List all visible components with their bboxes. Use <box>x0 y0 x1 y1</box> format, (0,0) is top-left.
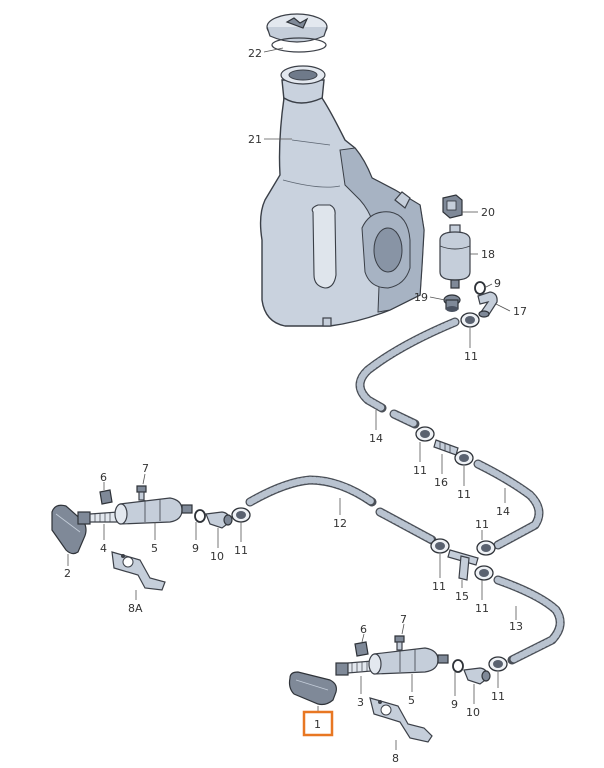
label-4[interactable]: 4 <box>100 542 107 555</box>
washer-pump[interactable] <box>439 224 471 289</box>
label-10-left[interactable]: 10 <box>210 550 224 563</box>
label-9-right[interactable]: 9 <box>451 698 458 711</box>
label-14-lower[interactable]: 14 <box>496 505 510 518</box>
part-labels: 22 21 20 18 9 19 17 11 14 11 16 11 14 12… <box>64 47 527 765</box>
label-20[interactable]: 20 <box>481 206 495 219</box>
o-ring-left[interactable] <box>194 509 206 523</box>
o-ring-right[interactable] <box>452 659 464 673</box>
cylinder-left[interactable] <box>114 497 193 525</box>
screw-left[interactable] <box>136 485 147 501</box>
label-11-tee-left[interactable]: 11 <box>432 580 446 593</box>
label-11-mid[interactable]: 11 <box>413 464 427 477</box>
clip-right[interactable] <box>354 641 369 657</box>
leader-lines <box>67 47 517 750</box>
filler-cap[interactable] <box>266 13 328 53</box>
o-ring-top[interactable] <box>474 281 486 295</box>
hose-clamp-left[interactable] <box>231 507 251 523</box>
selected-part-highlight <box>302 710 334 737</box>
washer-fluid-reservoir[interactable] <box>259 65 425 327</box>
elbow-connector-top[interactable] <box>477 291 498 318</box>
label-9-left[interactable]: 9 <box>192 542 199 555</box>
cylinder-right[interactable] <box>368 647 449 675</box>
hose-clamp-top[interactable] <box>460 312 480 328</box>
label-16[interactable]: 16 <box>434 476 448 489</box>
nozzle-right[interactable] <box>335 660 373 676</box>
label-11-top[interactable]: 11 <box>464 350 478 363</box>
hose-clamp-tee-left[interactable] <box>430 538 450 554</box>
label-15[interactable]: 15 <box>455 590 469 603</box>
pump-grommet[interactable] <box>443 294 461 312</box>
label-6-right[interactable]: 6 <box>360 623 367 636</box>
label-11-bottom[interactable]: 11 <box>491 690 505 703</box>
label-18[interactable]: 18 <box>481 248 495 261</box>
elbow-connector-right[interactable] <box>463 667 491 685</box>
label-10-right[interactable]: 10 <box>466 706 480 719</box>
label-2[interactable]: 2 <box>64 567 71 580</box>
short-hose-upper[interactable] <box>389 409 420 429</box>
label-11-right[interactable]: 11 <box>457 488 471 501</box>
label-11-left[interactable]: 11 <box>234 544 248 557</box>
hose-clamp-upper-mid[interactable] <box>415 426 435 442</box>
hose-14-upper[interactable] <box>355 317 460 413</box>
nozzle-left[interactable] <box>77 511 119 525</box>
hose-clamp-tee-bottom[interactable] <box>474 565 494 581</box>
label-3[interactable]: 3 <box>357 696 364 709</box>
label-22[interactable]: 22 <box>248 47 262 60</box>
hose-14-lower[interactable] <box>473 459 544 550</box>
clip-left[interactable] <box>99 489 113 505</box>
label-12[interactable]: 12 <box>333 517 347 530</box>
label-19[interactable]: 19 <box>414 291 428 304</box>
hose-13[interactable] <box>493 575 565 665</box>
pump-connector[interactable] <box>442 194 463 219</box>
screw-right[interactable] <box>394 635 405 651</box>
label-17[interactable]: 17 <box>513 305 527 318</box>
label-5-right[interactable]: 5 <box>408 694 415 707</box>
label-11-tee-bottom[interactable]: 11 <box>475 602 489 615</box>
label-9-top[interactable]: 9 <box>494 277 501 290</box>
hose-12[interactable] <box>245 475 437 545</box>
label-21[interactable]: 21 <box>248 133 262 146</box>
hose-clamp-tee-right[interactable] <box>476 540 496 556</box>
tee-connector[interactable] <box>447 549 479 581</box>
elbow-connector-left[interactable] <box>205 511 233 529</box>
bracket-8[interactable] <box>369 697 433 743</box>
label-6-left[interactable]: 6 <box>100 471 107 484</box>
label-13[interactable]: 13 <box>509 620 523 633</box>
bracket-8a[interactable] <box>111 551 166 591</box>
label-7-left[interactable]: 7 <box>142 462 149 475</box>
label-14-upper[interactable]: 14 <box>369 432 383 445</box>
hose-clamp-right-upper[interactable] <box>454 450 474 466</box>
label-8[interactable]: 8 <box>392 752 399 765</box>
hose-clamp-bottom-right[interactable] <box>488 656 508 672</box>
label-7-right[interactable]: 7 <box>400 613 407 626</box>
label-5-left[interactable]: 5 <box>151 542 158 555</box>
label-8a[interactable]: 8A <box>128 602 143 615</box>
label-11-tee-top[interactable]: 11 <box>475 518 489 531</box>
headlight-washer-cap-right[interactable] <box>288 671 337 706</box>
label-1[interactable]: 1 <box>314 718 321 731</box>
hose-connector-straight[interactable] <box>433 439 459 456</box>
